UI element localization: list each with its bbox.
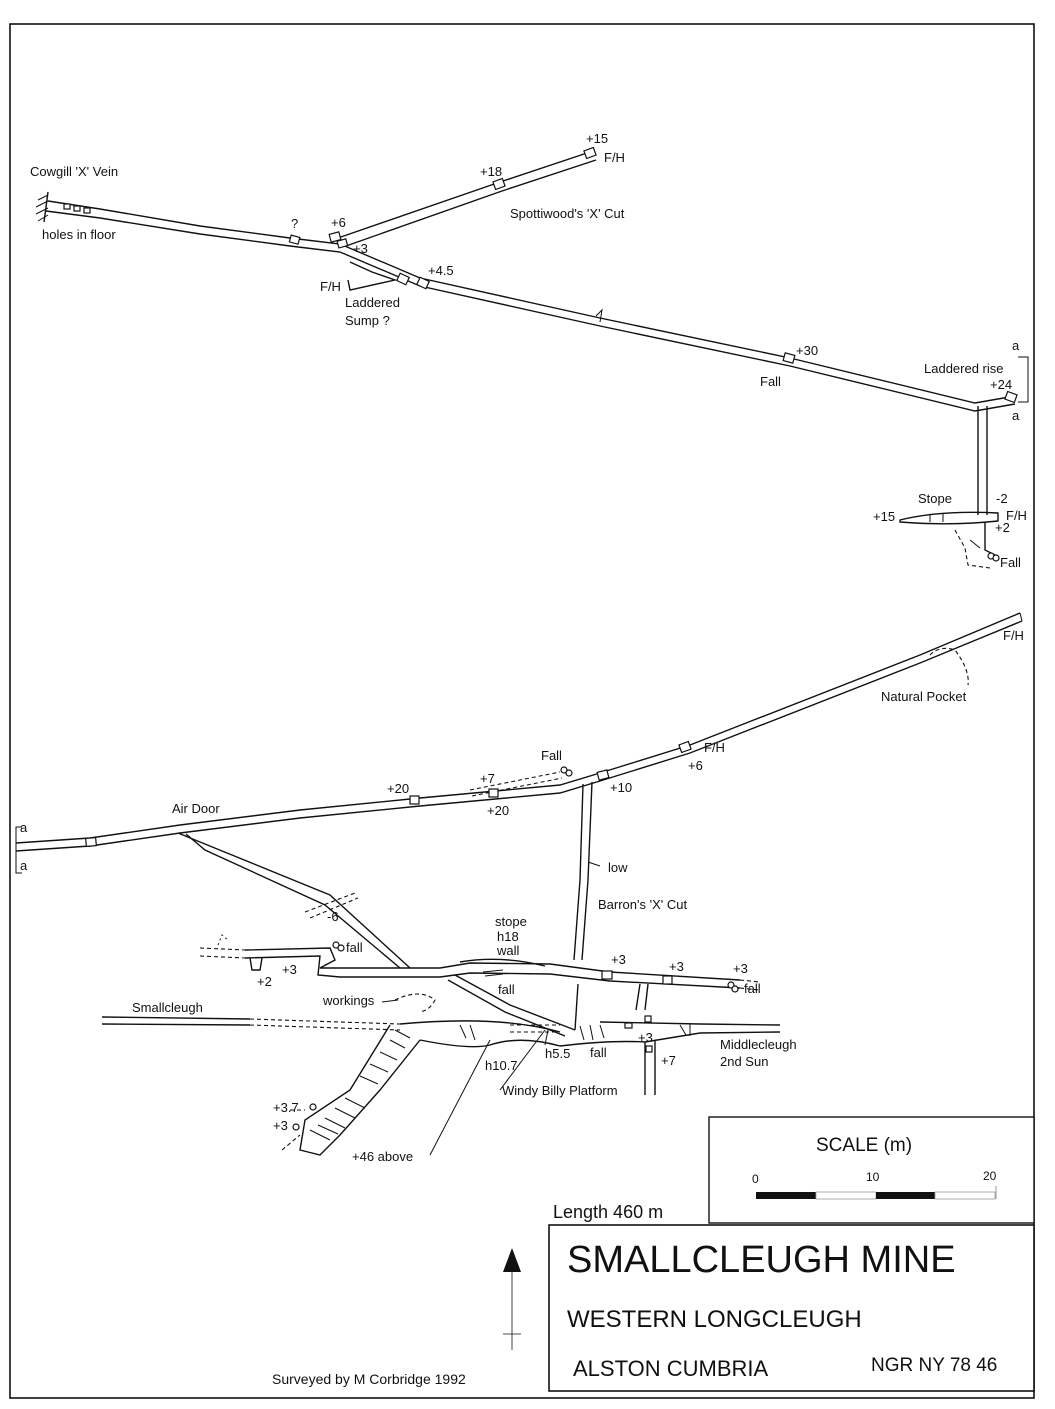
label-fh: F/H xyxy=(1006,508,1027,523)
label-laddered-rise: Laddered rise xyxy=(924,361,1004,376)
label-h10-7: h10.7 xyxy=(485,1058,518,1073)
label-p20: +20 xyxy=(487,803,509,818)
label-fh: F/H xyxy=(604,150,625,165)
label-p7: +7 xyxy=(480,771,495,786)
label-fall: Fall xyxy=(1000,555,1021,570)
title-location: ALSTON CUMBRIA xyxy=(573,1356,769,1381)
label-p30: +30 xyxy=(796,343,818,358)
label-p3: +3 xyxy=(611,952,626,967)
label-fall: Fall xyxy=(541,748,562,763)
label-holes-in-floor: holes in floor xyxy=(42,227,116,242)
label-p3: +3 xyxy=(273,1118,288,1133)
label-p3: +3 xyxy=(733,961,748,976)
label-fall: fall xyxy=(498,982,515,997)
label-h18: h18 xyxy=(497,929,519,944)
label-spottiwood: Spottiwood's 'X' Cut xyxy=(510,206,625,221)
vein-hatch-icon xyxy=(35,191,49,223)
scale-heading: SCALE (m) xyxy=(816,1135,912,1156)
label-fall: fall xyxy=(346,940,363,955)
label-second-sun: 2nd Sun xyxy=(720,1054,768,1069)
upper-passages xyxy=(35,146,1029,569)
label-laddered: Laddered xyxy=(345,295,400,310)
label-question: ? xyxy=(291,216,298,231)
label-fall: fall xyxy=(744,981,761,996)
upper-labels: Cowgill 'X' Vein holes in floor ? +6 +3 … xyxy=(30,131,1027,570)
label-p6: +6 xyxy=(688,758,703,773)
label-m6: -6 xyxy=(327,909,339,924)
label-a: a xyxy=(1012,408,1020,423)
label-a: a xyxy=(20,858,28,873)
label-p15: +15 xyxy=(586,131,608,146)
label-p4-5: +4.5 xyxy=(428,263,454,278)
label-p2: +2 xyxy=(995,520,1010,535)
surveyor-credit: Surveyed by M Corbridge 1992 xyxy=(272,1371,466,1387)
label-p2: +2 xyxy=(257,974,272,989)
map-frame xyxy=(9,23,1035,1399)
label-cowgill-vein: Cowgill 'X' Vein xyxy=(30,164,118,179)
label-h5-5: h5.5 xyxy=(545,1046,570,1061)
fall-marker-icon xyxy=(85,740,739,1053)
label-windy-billy: Windy Billy Platform xyxy=(502,1083,618,1098)
label-p20: +20 xyxy=(387,781,409,796)
label-fh: F/H xyxy=(1003,628,1024,643)
label-p3-7: +3.7 xyxy=(273,1100,299,1115)
scale-bar xyxy=(756,1186,997,1200)
label-smallcleugh: Smallcleugh xyxy=(132,1000,203,1015)
fall-marker-icon xyxy=(288,146,1018,562)
title-block: SMALLCLEUGH MINE WESTERN LONGCLEUGH ALST… xyxy=(548,1224,1035,1392)
label-p7: +7 xyxy=(661,1053,676,1068)
label-air-door: Air Door xyxy=(172,801,220,816)
north-arrow-icon xyxy=(503,1248,521,1350)
label-low: low xyxy=(608,860,628,875)
label-p6: +6 xyxy=(331,215,346,230)
lower-passages xyxy=(15,612,1023,1156)
label-wall: wall xyxy=(496,943,520,958)
label-a: a xyxy=(20,820,28,835)
title-grid-ref: NGR NY 78 46 xyxy=(871,1355,997,1376)
label-p3: +3 xyxy=(638,1030,653,1045)
label-fall: fall xyxy=(590,1045,607,1060)
label-barron: Barron's 'X' Cut xyxy=(598,897,687,912)
label-fh: F/H xyxy=(704,740,725,755)
label-p3: +3 xyxy=(669,959,684,974)
scale-tick-10: 10 xyxy=(866,1170,880,1184)
label-natural-pocket: Natural Pocket xyxy=(881,689,967,704)
length-label: Length 460 m xyxy=(553,1202,663,1222)
label-fall: Fall xyxy=(760,374,781,389)
label-p10: +10 xyxy=(610,780,632,795)
label-p18: +18 xyxy=(480,164,502,179)
label-p46-above: +46 above xyxy=(352,1149,413,1164)
label-middlecleugh: Middlecleugh xyxy=(720,1037,797,1052)
label-m2: -2 xyxy=(996,491,1008,506)
label-p15: +15 xyxy=(873,509,895,524)
label-a: a xyxy=(1012,338,1020,353)
scale-box: SCALE (m) 0 10 20 xyxy=(708,1116,1035,1224)
label-p3: +3 xyxy=(282,962,297,977)
scale-tick-0: 0 xyxy=(752,1172,759,1186)
lower-labels: F/H Natural Pocket Fall F/H +6 +7 +10 +2… xyxy=(20,628,1024,1164)
label-sump: Sump ? xyxy=(345,313,390,328)
title-mine: SMALLCLEUGH MINE xyxy=(567,1239,956,1281)
label-stope: stope xyxy=(495,914,527,929)
label-workings: workings xyxy=(322,993,375,1008)
label-p3: +3 xyxy=(353,241,368,256)
label-p24: +24 xyxy=(990,377,1012,392)
scale-tick-20: 20 xyxy=(983,1169,997,1183)
label-stope: Stope xyxy=(918,491,952,506)
title-area: WESTERN LONGCLEUGH xyxy=(567,1306,862,1333)
label-fh: F/H xyxy=(320,279,341,294)
